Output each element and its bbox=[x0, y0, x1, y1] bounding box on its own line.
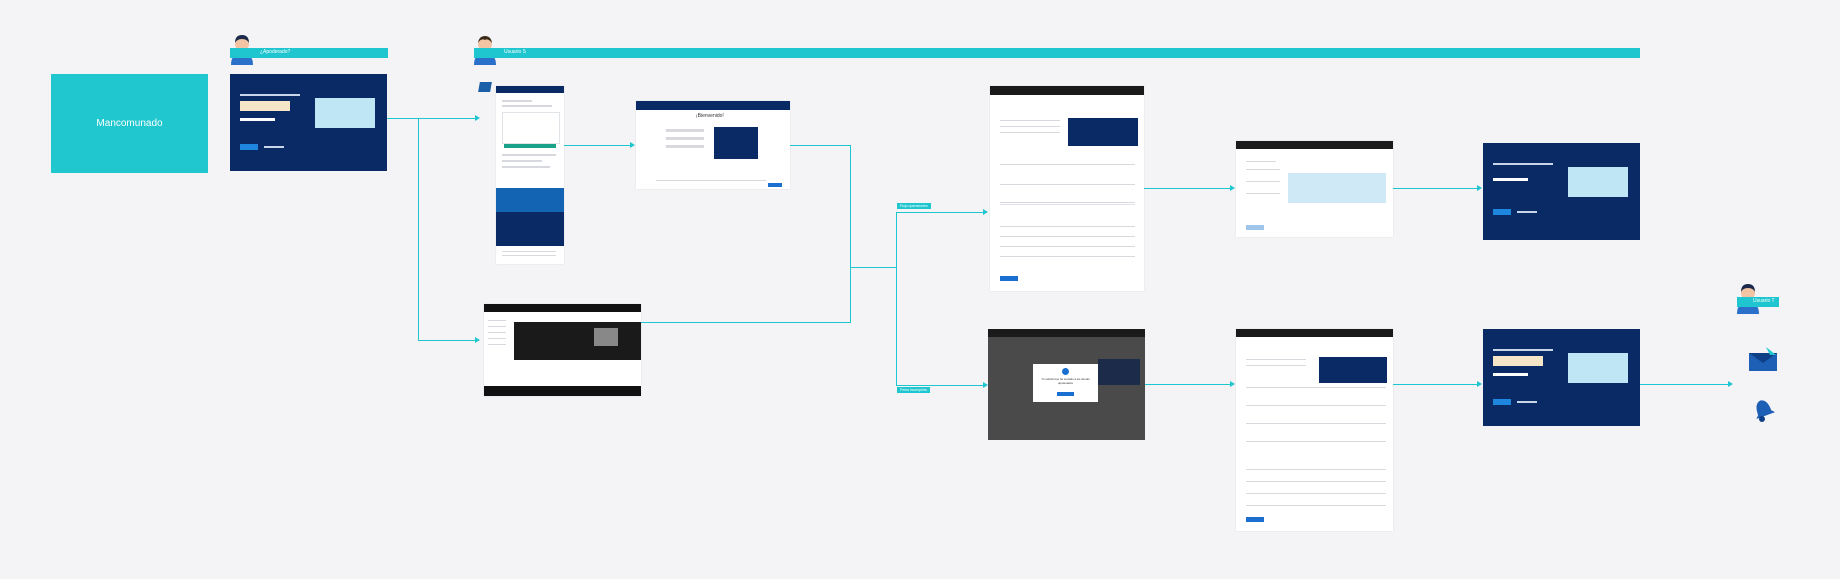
modal-message: Tu solicitud se ha enviado a los demás a… bbox=[1041, 377, 1090, 385]
connector bbox=[896, 212, 897, 386]
lane-bar-usuario: Usuario S bbox=[474, 48, 1640, 58]
connector bbox=[1640, 384, 1728, 385]
arrow-head bbox=[1477, 381, 1482, 387]
screen-login: ¡Bienvenido! bbox=[636, 101, 790, 189]
connector bbox=[1393, 188, 1477, 189]
phone-icon-small bbox=[478, 82, 492, 92]
connector bbox=[850, 145, 851, 323]
envelope-icon bbox=[1746, 345, 1780, 373]
arrow-head bbox=[983, 209, 988, 215]
arrow-head bbox=[1477, 185, 1482, 191]
connector bbox=[850, 267, 896, 268]
start-node-mancomunado: Mancomunado bbox=[51, 74, 208, 173]
screen-dashboard-1 bbox=[230, 74, 387, 171]
lane-bar-label: Usuario T bbox=[1753, 298, 1775, 304]
arrow-head bbox=[475, 115, 480, 121]
lane-bar-usuario-t: Usuario T bbox=[1737, 297, 1779, 307]
connector bbox=[418, 118, 419, 341]
connector bbox=[641, 322, 851, 323]
screen-modal-overlay: Tu solicitud se ha enviado a los demás a… bbox=[988, 329, 1145, 440]
bell-icon bbox=[1748, 393, 1778, 423]
flow-tag: Flujo operaciones bbox=[897, 203, 931, 209]
arrow-head bbox=[1728, 381, 1733, 387]
connector bbox=[1145, 384, 1231, 385]
start-label: Mancomunado bbox=[96, 118, 163, 129]
screen-firma-detail bbox=[1236, 329, 1393, 531]
arrow-head bbox=[630, 142, 635, 148]
login-title: ¡Bienvenido! bbox=[696, 113, 724, 119]
screen-dashboard-2 bbox=[1483, 143, 1640, 240]
connector bbox=[896, 212, 984, 213]
lane-bar-label: ¿Apoderado? bbox=[260, 49, 291, 55]
connector bbox=[1393, 384, 1477, 385]
screen-operations bbox=[990, 86, 1144, 291]
arrow-head bbox=[1230, 381, 1235, 387]
arrow-head bbox=[983, 382, 988, 388]
screen-firma bbox=[1236, 141, 1393, 237]
screen-dashboard-3 bbox=[1483, 329, 1640, 426]
screen-website bbox=[484, 304, 641, 396]
arrow-head bbox=[475, 337, 480, 343]
lane-bar-apoderado: ¿Apoderado? bbox=[230, 48, 388, 58]
screen-mobile-flow bbox=[496, 86, 564, 264]
connector bbox=[1144, 188, 1230, 189]
arrow-head bbox=[1230, 185, 1235, 191]
connector bbox=[418, 118, 476, 119]
connector bbox=[387, 118, 419, 119]
connector bbox=[418, 340, 476, 341]
flow-tag: Firma incompleta bbox=[897, 387, 930, 393]
connector bbox=[790, 145, 850, 146]
lane-bar-label: Usuario S bbox=[504, 49, 526, 55]
connector bbox=[564, 145, 630, 146]
connector bbox=[896, 385, 984, 386]
